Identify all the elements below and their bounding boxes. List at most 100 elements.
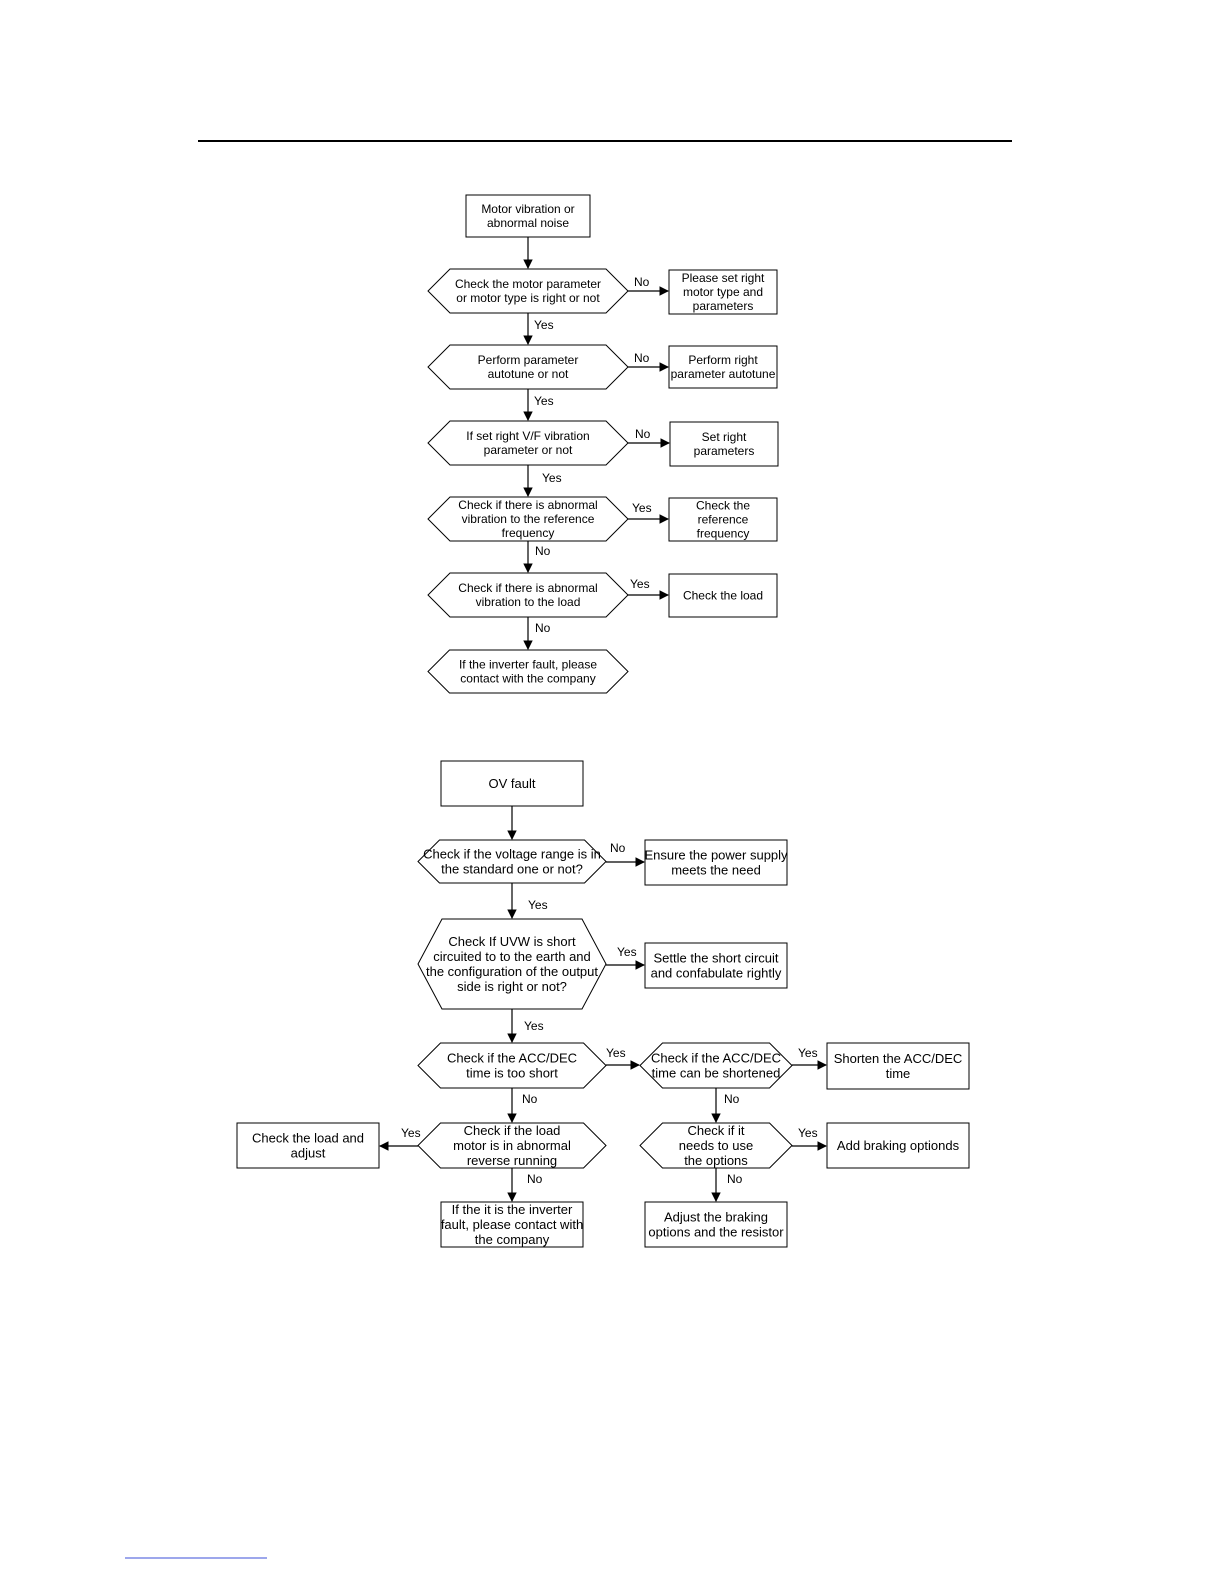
- edge-label-yes: Yes: [798, 1126, 818, 1140]
- process-box: [668, 345, 778, 389]
- process-box: [669, 421, 779, 467]
- process-box: [465, 194, 591, 238]
- edge-label-yes: Yes: [524, 1019, 544, 1033]
- node-o-add-brake: Add braking optionds: [826, 1122, 970, 1169]
- node-v-check-load: Check the load: [668, 573, 778, 618]
- edge-label-no: No: [535, 621, 551, 635]
- edge-label-no: No: [634, 351, 650, 365]
- edge-label-no: No: [724, 1092, 740, 1106]
- edge-label-yes: Yes: [798, 1046, 818, 1060]
- process-box: [440, 1201, 584, 1248]
- decision-hexagon: [417, 1122, 607, 1169]
- edge-label-no: No: [610, 841, 626, 855]
- decision-hexagon: [417, 1042, 607, 1089]
- decision-hexagon: [639, 1042, 793, 1089]
- edge-label-no: No: [527, 1172, 543, 1186]
- process-box: [644, 942, 788, 989]
- edge-label-yes: Yes: [542, 471, 562, 485]
- node-o-start: OV fault: [440, 760, 584, 807]
- process-box: [668, 497, 778, 542]
- decision-hexagon: [427, 344, 629, 390]
- process-box: [440, 760, 584, 807]
- edges-layer: [379, 237, 827, 1202]
- process-box: [644, 839, 788, 886]
- decision-hexagon: [417, 918, 607, 1010]
- edge-label-yes: Yes: [534, 394, 554, 408]
- edge-labels-layer: NoYesNoYesNoYesYesNoYesNoNoYesYesYesYesN…: [401, 275, 818, 1186]
- decision-hexagon: [417, 839, 607, 884]
- edge-label-no: No: [727, 1172, 743, 1186]
- node-label: Add braking optionds: [837, 1138, 960, 1153]
- node-label: Check the load: [683, 589, 763, 603]
- edge-label-yes: Yes: [534, 318, 554, 332]
- process-box: [826, 1122, 970, 1169]
- edge-label-yes: Yes: [401, 1126, 421, 1140]
- decision-hexagon: [427, 420, 629, 466]
- process-box: [668, 269, 778, 315]
- edge-label-no: No: [634, 275, 650, 289]
- decision-hexagon: [639, 1122, 793, 1169]
- process-box: [644, 1201, 788, 1248]
- edge-label-no: No: [522, 1092, 538, 1106]
- decision-hexagon: [427, 496, 629, 542]
- edge-label-yes: Yes: [630, 577, 650, 591]
- process-box: [236, 1122, 380, 1169]
- edge-label-no: No: [635, 427, 651, 441]
- edge-label-yes: Yes: [617, 945, 637, 959]
- edge-label-yes: Yes: [632, 501, 652, 515]
- edge-label-yes: Yes: [528, 898, 548, 912]
- decision-hexagon: [427, 268, 629, 314]
- decision-hexagon: [427, 649, 629, 694]
- decision-hexagon: [427, 572, 629, 618]
- edge-label-yes: Yes: [606, 1046, 626, 1060]
